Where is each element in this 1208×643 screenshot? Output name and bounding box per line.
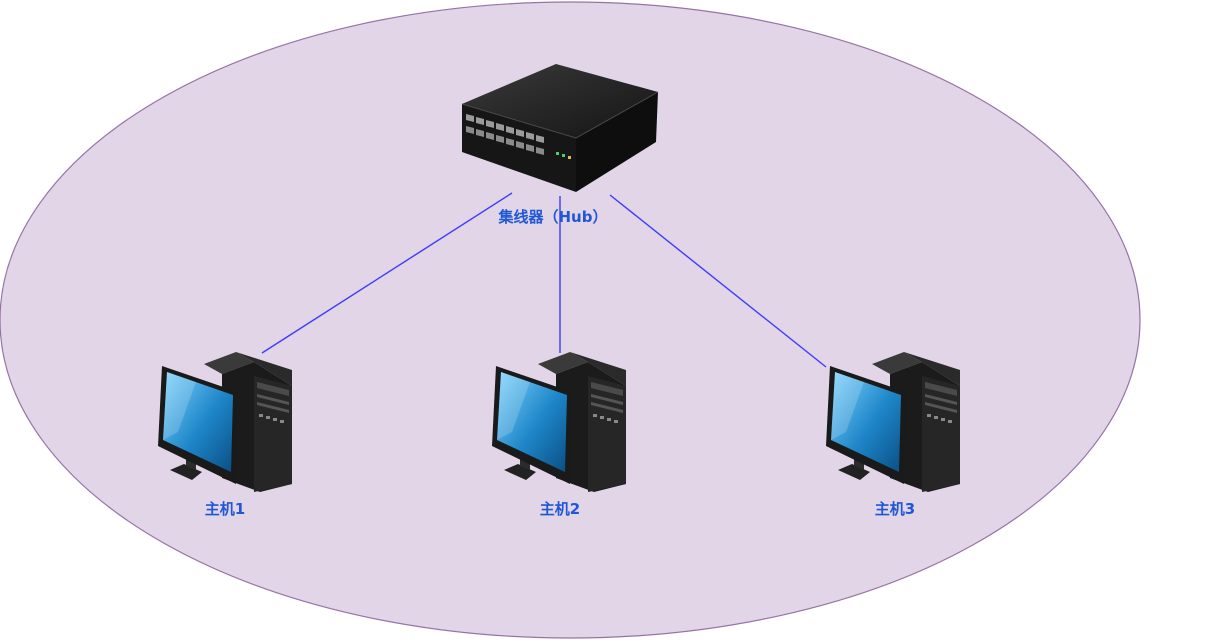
host-1: 主机1 bbox=[158, 352, 292, 518]
host-3: 主机3 bbox=[826, 352, 960, 518]
network-hub-icon bbox=[461, 64, 659, 192]
desktop-computer-icon bbox=[492, 352, 626, 492]
links bbox=[261, 192, 827, 368]
host-3-label: 主机3 bbox=[875, 500, 915, 518]
link-host3 bbox=[609, 194, 827, 368]
host-1-label: 主机1 bbox=[205, 500, 245, 518]
desktop-computer-icon bbox=[826, 352, 960, 492]
link-host1 bbox=[261, 192, 513, 354]
desktop-computer-icon bbox=[158, 352, 292, 492]
hub-label: 集线器（Hub） bbox=[498, 208, 608, 226]
host-2-label: 主机2 bbox=[540, 500, 580, 518]
host-2: 主机2 bbox=[492, 352, 626, 518]
